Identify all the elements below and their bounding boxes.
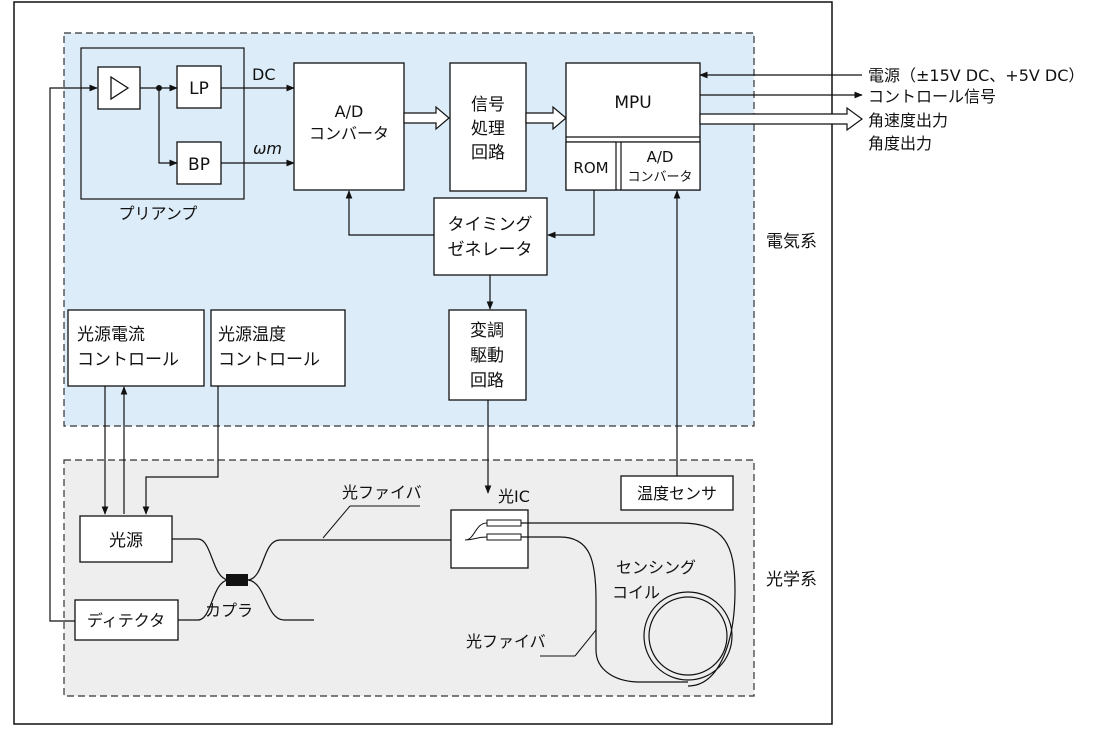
angle-label: 角度出力 (868, 134, 932, 153)
dc-label: DC (252, 65, 276, 84)
sensing-coil-outer (643, 591, 733, 681)
fiber-source-coupler (172, 538, 229, 581)
mpu-title: MPU (614, 93, 651, 113)
fiber-coupler-terminated (247, 579, 314, 621)
mpu-adc-line2: コンバータ (627, 170, 692, 185)
mpu-adc-block (620, 141, 701, 191)
optical-section-label: 光学系 (766, 570, 817, 590)
adc-block (293, 62, 405, 191)
coil-line2: コイル (612, 583, 660, 602)
hollow-arrow-adc-signal (403, 105, 450, 131)
lp-label: LP (189, 79, 209, 99)
rom-label: ROM (573, 159, 608, 177)
fiber-coupler-ic (247, 539, 465, 581)
angular-velocity-label: 角速度出力 (868, 111, 948, 130)
timing-generator-block (433, 197, 548, 276)
signal-proc-line1: 信号 (471, 95, 505, 115)
optical-ic-waveguide-bottom (486, 533, 522, 541)
rom-block (565, 141, 617, 191)
coupler-label: カプラ (205, 601, 253, 620)
detector-label: ディテクタ (87, 611, 165, 630)
light-temp-control-block (210, 309, 346, 387)
fiber-bottom-leader-diag (574, 629, 597, 657)
light-source-block (79, 515, 173, 563)
fiber-detector-coupler (178, 579, 229, 621)
light-current-line1: 光源電流 (77, 325, 145, 345)
modulation-line2: 駆動 (470, 346, 504, 366)
modulation-line1: 変調 (470, 321, 504, 341)
preamp-label: プリアンプ (119, 204, 198, 223)
wire-amp-bp (158, 88, 178, 167)
timing-line1: タイミング (448, 215, 533, 235)
signal-proc-line2: 処理 (471, 119, 505, 139)
adc-line2: コンバータ (309, 124, 389, 143)
hollow-arrow-signal-mpu (525, 105, 567, 131)
optical-ic-splitter (464, 522, 488, 541)
fiber-ic-coil-inner (521, 536, 688, 683)
light-temp-line1: 光源温度 (218, 325, 286, 345)
amp-triangle-icon (110, 75, 130, 101)
preamp-box (80, 47, 245, 200)
wire-timing-adc (345, 190, 434, 236)
adc-line1: A/D (335, 102, 364, 121)
fiber-bottom-label: 光ファイバ (466, 632, 546, 651)
sensing-coil-inner (648, 596, 728, 676)
coupler-block (226, 574, 248, 586)
temp-sensor-block (620, 475, 734, 511)
mpu-adc-line1: A/D (647, 148, 674, 166)
light-current-line2: コントロール (77, 350, 179, 370)
light-temp-line2: コントロール (218, 350, 320, 370)
electrical-section-label: 電気系 (766, 232, 817, 252)
light-current-control-block (67, 309, 205, 387)
wire-temp-to-source (142, 386, 219, 515)
hollow-arrow-output (699, 106, 864, 132)
optical-ic-waveguide-top (486, 519, 522, 527)
amp-block (97, 66, 141, 110)
signal-proc-block (449, 62, 527, 192)
modulation-line3: 回路 (470, 371, 504, 391)
signal-proc-line3: 回路 (471, 143, 505, 163)
detector-block (74, 599, 179, 641)
control-signal-label: コントロール信号 (868, 87, 996, 106)
optical-ic-label: 光IC (498, 487, 530, 506)
coil-line1: センシング (616, 558, 696, 577)
modulation-driver-block (448, 309, 527, 401)
fiber-top-leader-diag (322, 505, 351, 539)
wire-detector-preamp (49, 84, 98, 622)
power-label: 電源（±15V DC、+5V DC） (868, 66, 1084, 85)
fiber-top-label: 光ファイバ (342, 483, 422, 502)
timing-line2: ゼネレータ (448, 240, 533, 260)
temp-sensor-label: 温度センサ (637, 484, 717, 503)
omega-label: ωm (253, 139, 282, 158)
fiber-ic-coil-outer (521, 522, 736, 687)
bp-label: BP (188, 155, 210, 175)
wire-rom-timing (547, 190, 595, 239)
optical-region (63, 459, 755, 697)
light-source-label: 光源 (109, 531, 143, 551)
